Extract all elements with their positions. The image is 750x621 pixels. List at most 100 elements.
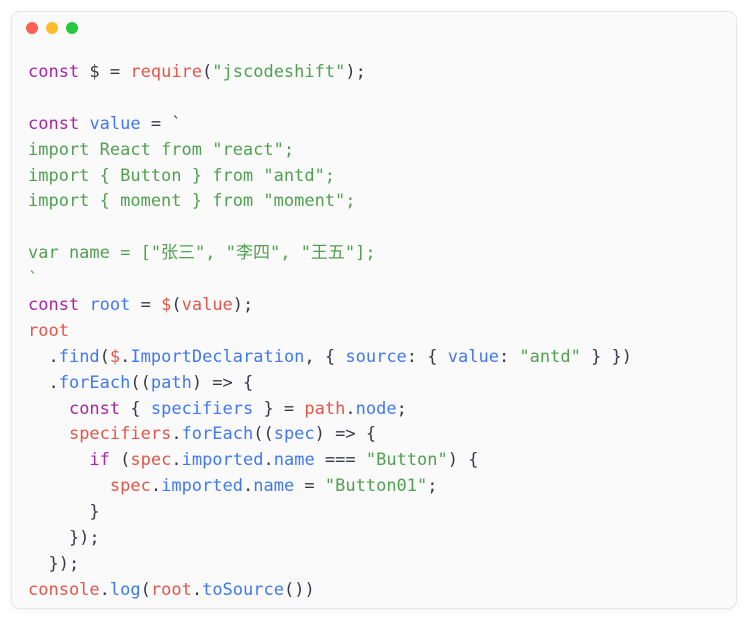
- minimize-window-button[interactable]: [46, 22, 58, 34]
- code-token: console: [28, 579, 100, 600]
- code-token: const: [28, 62, 80, 82]
- code-token: } }): [580, 346, 633, 367]
- code-token: :: [498, 346, 520, 367]
- code-token: require: [130, 62, 203, 82]
- code-line: const root = $(value);: [28, 293, 632, 319]
- code-token: ;: [396, 398, 407, 419]
- window-controls: [26, 22, 78, 34]
- code-token: =: [294, 476, 325, 497]
- code-token: spec: [273, 424, 315, 445]
- code-token: .: [345, 398, 356, 419]
- code-line: console.log(root.toSource()): [28, 578, 632, 604]
- code-token: specifiers: [68, 424, 172, 445]
- code-token: root: [28, 320, 69, 341]
- code-token: "antd": [519, 346, 581, 367]
- code-line: if (spec.imported.name === "Button") {: [28, 448, 632, 474]
- code-line: [28, 215, 632, 241]
- code-line: });: [28, 552, 632, 578]
- code-token: .: [191, 579, 203, 600]
- code-token: .: [120, 346, 131, 367]
- code-token: value: [447, 346, 499, 367]
- code-token: name: [253, 476, 295, 497]
- code-token: find: [58, 346, 100, 367]
- code-window: const $ = require("jscodeshift");const v…: [12, 12, 736, 608]
- code-token: .: [171, 450, 182, 471]
- code-token: ) => {: [191, 372, 254, 393]
- close-window-button[interactable]: [26, 22, 38, 34]
- code-token: $: [161, 295, 172, 316]
- code-token: var name = ["张三", "李四", "王五"];: [28, 243, 376, 264]
- code-token: );: [232, 295, 254, 316]
- code-line: import { moment } from "moment";: [28, 189, 632, 215]
- code-token: [79, 295, 89, 315]
- code-token: .: [171, 424, 182, 445]
- code-token: {: [120, 398, 151, 419]
- code-token: .: [242, 476, 254, 497]
- code-token: }: [28, 502, 100, 523]
- code-token: (: [171, 295, 182, 316]
- code-line: import { Button } from "antd";: [28, 164, 632, 190]
- code-token: path: [150, 372, 192, 393]
- code-token: root: [89, 295, 131, 316]
- code-token: (: [99, 346, 110, 367]
- code-token: .: [263, 450, 274, 471]
- code-token: });: [28, 528, 100, 549]
- code-line: }: [28, 500, 632, 526]
- code-token: .: [28, 346, 59, 367]
- code-token: node: [355, 398, 397, 419]
- code-token: path: [304, 398, 346, 419]
- code-line: const value = `: [28, 112, 632, 138]
- code-token: });: [28, 553, 80, 574]
- code-token: const: [28, 295, 80, 316]
- code-token: spec: [130, 450, 172, 471]
- code-token: import { Button } from "antd";: [28, 165, 336, 186]
- code-token: [28, 450, 89, 470]
- code-token: toSource: [202, 579, 284, 600]
- code-token: ) => {: [314, 424, 377, 445]
- code-token: spec: [109, 476, 151, 497]
- code-token: "Button01": [324, 476, 428, 497]
- code-token: $ =: [79, 62, 131, 82]
- code-token: log: [109, 579, 141, 600]
- code-token: const: [28, 113, 80, 134]
- code-token: "jscodeshift": [212, 62, 346, 82]
- code-token: } =: [253, 398, 305, 419]
- code-token: import { moment } from "moment";: [28, 191, 356, 212]
- code-token: =: [130, 295, 162, 316]
- code-token: if: [89, 450, 110, 471]
- code-token: ()): [283, 579, 315, 600]
- maximize-window-button[interactable]: [66, 22, 78, 34]
- code-token: [28, 399, 69, 419]
- code-line: spec.imported.name = "Button01";: [28, 474, 632, 500]
- code-line: .forEach((path) => {: [28, 371, 632, 397]
- code-token: `: [28, 269, 39, 290]
- code-token: imported: [181, 450, 264, 471]
- code-token: ((: [130, 372, 151, 393]
- code-token: (: [140, 579, 151, 600]
- code-token: ) {: [447, 450, 479, 471]
- code-token: ImportDeclaration: [130, 346, 305, 367]
- code-token: value: [89, 113, 141, 134]
- code-token: .: [28, 372, 59, 393]
- code-token: ;: [427, 476, 438, 497]
- code-line: .find($.ImportDeclaration, { source: { v…: [28, 345, 632, 371]
- code-token: .: [150, 476, 162, 497]
- code-line: });: [28, 526, 632, 552]
- code-token: [79, 114, 89, 134]
- code-line: import React from "react";: [28, 138, 632, 164]
- code-token: [28, 476, 110, 496]
- code-line: var name = ["张三", "李四", "王五"];: [28, 241, 632, 267]
- code-token: );: [345, 62, 366, 82]
- code-token: source: [345, 346, 407, 367]
- code-line: const $ = require("jscodeshift");: [28, 60, 632, 86]
- code-token: , {: [304, 346, 346, 367]
- code-token: [28, 424, 69, 444]
- code-token: import React from "react";: [28, 139, 295, 160]
- code-token: value: [181, 295, 233, 316]
- code-block: const $ = require("jscodeshift");const v…: [28, 60, 632, 604]
- code-token: .: [99, 579, 110, 600]
- code-token: = `: [140, 113, 182, 134]
- code-token: (: [109, 450, 131, 471]
- code-token: ===: [314, 450, 366, 471]
- code-token: : {: [406, 346, 448, 367]
